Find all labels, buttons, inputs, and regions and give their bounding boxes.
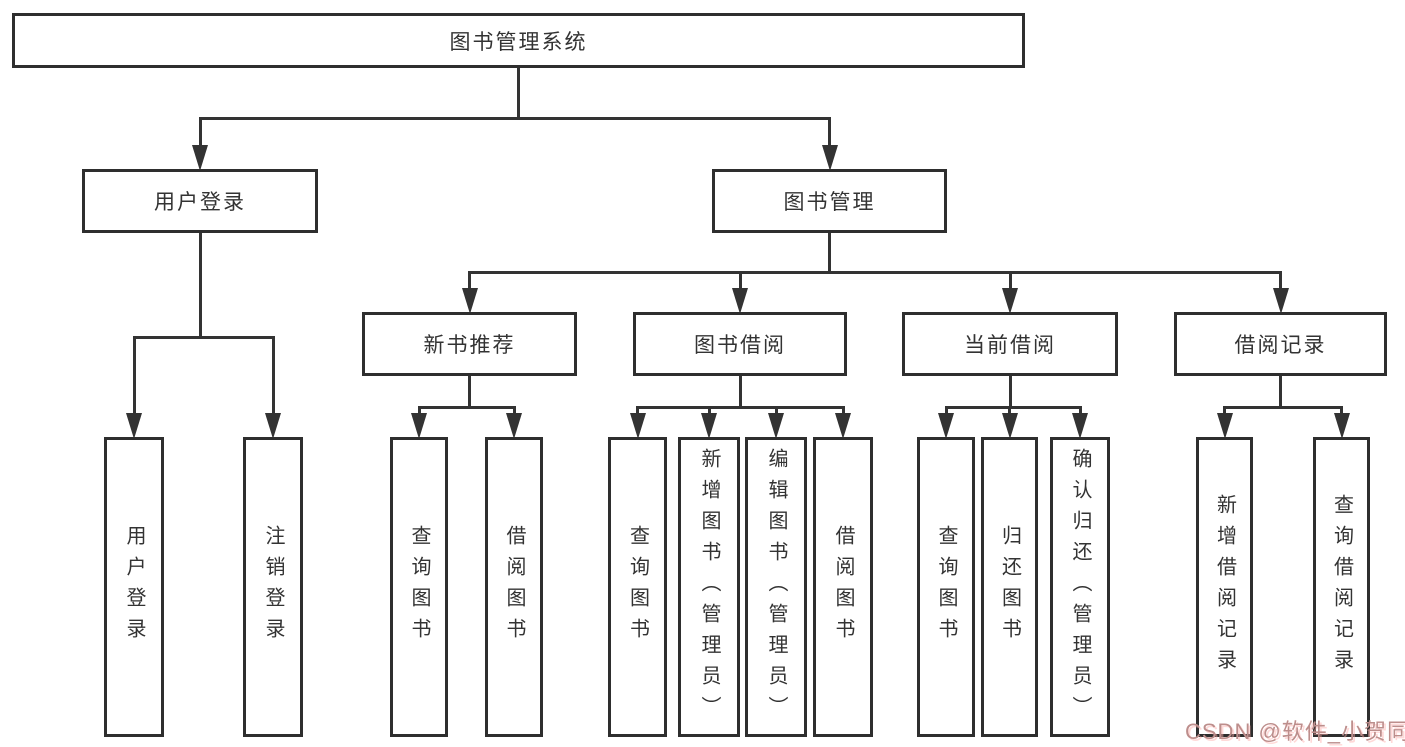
arrow-down-icon	[821, 145, 838, 171]
arrow-down-icon	[835, 413, 851, 439]
node-label: 新增图书（管理员）	[698, 447, 720, 727]
node-leaf-bb-add: 新增图书（管理员）	[678, 437, 740, 737]
node-new-rec: 新书推荐	[362, 312, 577, 376]
node-label: 当前借阅	[964, 334, 1056, 357]
node-label: 图书借阅	[694, 334, 786, 357]
connector-stem	[738, 376, 742, 409]
connector-branch	[132, 335, 275, 339]
arrow-down-icon	[506, 413, 522, 439]
arrow-down-icon	[938, 413, 954, 439]
connector-branch	[636, 405, 845, 409]
node-label: 用户登录	[154, 191, 246, 214]
node-leaf-br-query: 查询借阅记录	[1313, 437, 1370, 737]
connector-branch	[468, 270, 1282, 274]
node-leaf-br-add: 新增借阅记录	[1196, 437, 1253, 737]
arrow-down-icon	[1002, 288, 1018, 314]
connector-drop	[512, 407, 516, 413]
node-book-borrow: 图书借阅	[633, 312, 847, 376]
node-label: 查询借阅记录	[1330, 494, 1353, 680]
node-leaf-cb-confirm: 确认归还（管理员）	[1050, 437, 1110, 737]
arrow-down-icon	[461, 288, 478, 314]
arrow-down-icon	[411, 413, 427, 439]
node-borrow-record: 借阅记录	[1174, 312, 1387, 376]
node-label: 新书推荐	[423, 334, 516, 357]
arrow-down-icon	[192, 145, 208, 171]
connector-drop	[271, 337, 275, 413]
node-label: 查询图书	[935, 525, 957, 649]
arrow-down-icon	[1272, 288, 1289, 314]
node-label: 查询图书	[626, 525, 649, 649]
connector-drop	[1078, 407, 1082, 413]
connector-drop	[944, 407, 948, 413]
node-label: 借阅记录	[1234, 334, 1327, 357]
connector-drop	[774, 407, 778, 413]
connector-drop	[1279, 272, 1282, 288]
connector-drop	[828, 118, 831, 145]
node-label: 新增借阅记录	[1213, 494, 1236, 680]
node-leaf-nr-borrow: 借阅图书	[485, 437, 543, 737]
connector-branch	[1223, 405, 1343, 409]
node-book-mgmt: 图书管理	[712, 169, 947, 233]
connector-drop	[1008, 272, 1012, 288]
node-label: 借阅图书	[832, 525, 854, 649]
node-leaf-user-login: 用户登录	[104, 437, 164, 737]
csdn-watermark: CSDN @软件_小贺同学	[1185, 719, 1405, 744]
arrow-down-icon	[1216, 413, 1233, 439]
connector-stem	[1279, 376, 1282, 409]
connector-drop	[636, 407, 639, 413]
connector-branch	[198, 116, 831, 120]
node-leaf-bb-query: 查询图书	[608, 437, 667, 737]
node-label: 图书管理	[783, 191, 876, 214]
connector-drop	[841, 407, 845, 413]
connector-drop	[468, 272, 471, 288]
node-current-borrow: 当前借阅	[902, 312, 1118, 376]
connector-stem	[198, 233, 202, 339]
node-label: 借阅图书	[503, 525, 525, 649]
node-root: 图书管理系统	[12, 13, 1025, 68]
connector-branch	[944, 405, 1082, 409]
connector-drop	[1008, 407, 1011, 413]
arrow-down-icon	[126, 413, 142, 439]
connector-stem	[828, 233, 831, 274]
connector-stem	[517, 68, 520, 120]
connector-drop	[198, 118, 202, 145]
node-leaf-cb-query: 查询图书	[917, 437, 975, 737]
node-leaf-bb-edit: 编辑图书（管理员）	[745, 437, 807, 737]
connector-stem	[468, 376, 471, 409]
node-label: 查询图书	[408, 525, 430, 649]
arrow-down-icon	[1333, 413, 1350, 439]
node-label: 图书管理系统	[449, 30, 588, 54]
arrow-down-icon	[629, 413, 646, 439]
connector-drop	[738, 272, 742, 288]
node-leaf-bb-borrow: 借阅图书	[813, 437, 873, 737]
node-leaf-cb-return: 归还图书	[981, 437, 1038, 737]
connector-stem	[1008, 376, 1012, 409]
arrow-down-icon	[701, 413, 717, 439]
node-label: 确认归还（管理员）	[1069, 447, 1091, 727]
arrow-down-icon	[732, 288, 748, 314]
connector-branch	[417, 405, 516, 409]
arrow-down-icon	[265, 413, 281, 439]
arrow-down-icon	[1001, 413, 1018, 439]
node-leaf-nr-query: 查询图书	[390, 437, 448, 737]
connector-drop	[132, 337, 136, 413]
node-label: 编辑图书（管理员）	[765, 447, 787, 727]
arrow-down-icon	[1072, 413, 1088, 439]
node-label: 注销登录	[262, 525, 284, 649]
node-leaf-logout: 注销登录	[243, 437, 303, 737]
connector-drop	[417, 407, 421, 413]
connector-drop	[707, 407, 711, 413]
connector-drop	[1223, 407, 1226, 413]
node-label: 归还图书	[998, 525, 1021, 649]
connector-drop	[1340, 407, 1343, 413]
node-label: 用户登录	[123, 525, 145, 649]
arrow-down-icon	[768, 413, 784, 439]
node-user-login: 用户登录	[82, 169, 318, 233]
